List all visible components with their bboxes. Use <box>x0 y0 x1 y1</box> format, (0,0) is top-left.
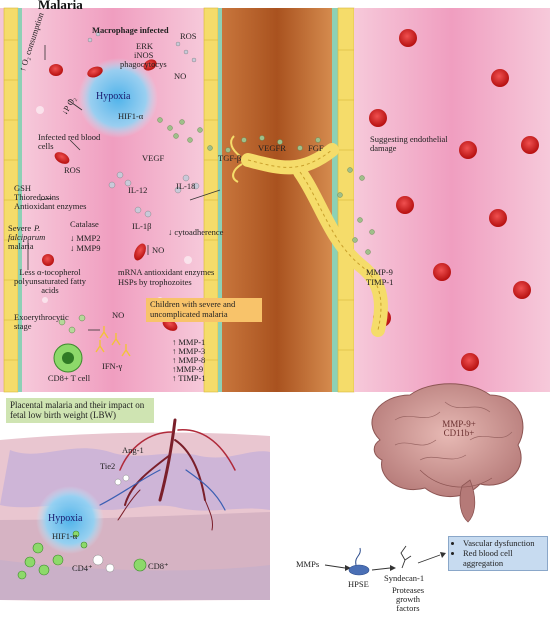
vegf-label: VEGF <box>142 153 165 163</box>
il1b-label: IL-1β <box>132 221 152 231</box>
factors-line: factors <box>396 602 420 613</box>
mmp-list-item: ↑MMP-9 <box>172 363 204 374</box>
cd8-tcell-label: CD8+ T cell <box>47 373 91 383</box>
ang1-label: Ang-1 <box>122 445 144 455</box>
hsps-label: HSPs by trophozoites <box>118 277 192 287</box>
top-arrows <box>27 45 221 331</box>
children-malaria-box: Children with severe and uncomplicated m… <box>146 298 262 322</box>
vessel-tree <box>99 418 236 531</box>
antibody-shapes <box>95 326 131 357</box>
mechanism-arrows <box>324 552 446 571</box>
hif1a-label: HIF1-α <box>118 111 144 121</box>
proteases-label: Proteases growth factors <box>386 586 430 613</box>
catalase-label: Catalase <box>70 219 99 229</box>
no-top-label: NO <box>174 71 187 81</box>
molecule-dots <box>157 117 375 255</box>
inos-label: iNOS <box>134 50 154 60</box>
il12-label: IL-12 <box>128 185 148 195</box>
ifng-label: IFN-γ <box>102 361 123 371</box>
mmp-list-item: ↑ MMP-3 <box>172 345 206 356</box>
severe-malaria-label-1: Severe <box>8 223 32 233</box>
syndecan-label: Syndecan-1 <box>384 573 425 583</box>
tocopherol-label: Less α-tocopherol polyunsaturated fatty … <box>14 267 86 295</box>
mmp-list-item: ↑ TIMP-1 <box>172 372 206 383</box>
mmp-list: ↑ MMP-1 ↑ MMP-3 ↑ MMP-8 ↑MMP-9 ↑ TIMP-1 <box>172 338 206 383</box>
hypoxia-cloud <box>78 58 158 138</box>
placenta-cells <box>17 530 147 580</box>
mmp-list-item: ↑ MMP-1 <box>172 337 206 347</box>
thioredoxins-label: Thioredoxins <box>14 192 60 202</box>
rbc-aggregation-item: Red blood cell aggregation <box>463 548 543 569</box>
no-mid-label: NO <box>152 245 165 255</box>
ros-top-label: ROS <box>180 31 197 41</box>
exoerythrocytic-label: Exoerythrocytic stage <box>14 312 69 331</box>
syndecan-shape <box>400 545 412 569</box>
mmp2-label: ↓ MMP2 <box>70 233 101 243</box>
il18-label: IL-18 <box>176 181 196 191</box>
villi <box>0 448 270 511</box>
mrna-antioxidant-label: mRNA antioxidant enzymes <box>118 267 215 277</box>
tie2-label: Tie2 <box>100 461 116 471</box>
growth-line: growth <box>395 593 421 604</box>
mmp9-down-label: ↓ MMP9 <box>70 243 101 253</box>
vascular-dysfunction-item: Vascular dysfunction <box>463 538 543 549</box>
right-membrane-green <box>332 8 338 392</box>
cytokine-dots <box>87 31 200 218</box>
vegfr-label: VEGFR <box>258 143 286 153</box>
brain-label-line-1: MMP-9+ <box>442 419 476 429</box>
cd8-label: CD8⁺ <box>148 561 169 571</box>
brain-illustration <box>371 383 524 523</box>
mmp-list-item: ↑ MMP-8 <box>172 354 206 365</box>
right-rbcs <box>369 29 539 371</box>
tgfb-label: TGF-β <box>218 153 242 163</box>
hpse-label: HPSE <box>348 579 369 589</box>
brain-label: MMP-9+ CD11b+ <box>424 419 494 439</box>
hypoxia-label: Hypoxia <box>96 91 131 102</box>
placenta-hypoxia <box>36 486 104 554</box>
severe-malaria-label-4: malaria <box>8 241 34 251</box>
placenta-hif1a-label: HIF1-α <box>52 531 78 541</box>
antioxidant-enzymes-label: Antioxidant enzymes <box>14 201 87 211</box>
cytoadherence-label: ↓ cytoadherence <box>168 227 224 237</box>
macrophage-label: Macrophage infected <box>92 25 169 35</box>
hpse-shape <box>348 547 370 576</box>
page-title: Malaria <box>38 0 83 12</box>
no-low-label: NO <box>112 310 125 320</box>
placenta-hypoxia-label: Hypoxia <box>48 513 83 524</box>
severe-malaria-label-2: P. <box>34 223 41 233</box>
mmp9-right-label: MMP-9 <box>366 267 393 277</box>
placental-malaria-box: Placental malaria and their impact on fe… <box>6 398 154 423</box>
infected-rbc-label: Infected red blood cells <box>38 132 101 151</box>
severe-malaria-label-3: falciparum <box>8 232 46 242</box>
fgf-label: FGF <box>308 143 324 153</box>
left-rbcs <box>42 59 178 331</box>
brain-label-line-2: CD11b+ <box>443 428 475 439</box>
gsh-label: GSH <box>14 183 32 193</box>
erk-label: ERK <box>136 41 153 51</box>
phagocytocys-label: phagocytocys <box>120 59 167 69</box>
proteases-line: Proteases <box>391 585 425 595</box>
left-membrane-green <box>18 8 222 392</box>
mmps-label: MMPs <box>296 559 320 569</box>
vascular-outcomes-box: Vascular dysfunction Red blood cell aggr… <box>448 536 548 572</box>
ros-mid-label: ROS <box>64 165 81 175</box>
right-vessel-lumen <box>354 8 550 392</box>
cd4-label: CD4⁺ <box>72 563 93 573</box>
timp1-right-label: TIMP-1 <box>366 277 394 287</box>
endothelial-damage-label: Suggesting endothelial damage <box>370 134 448 153</box>
